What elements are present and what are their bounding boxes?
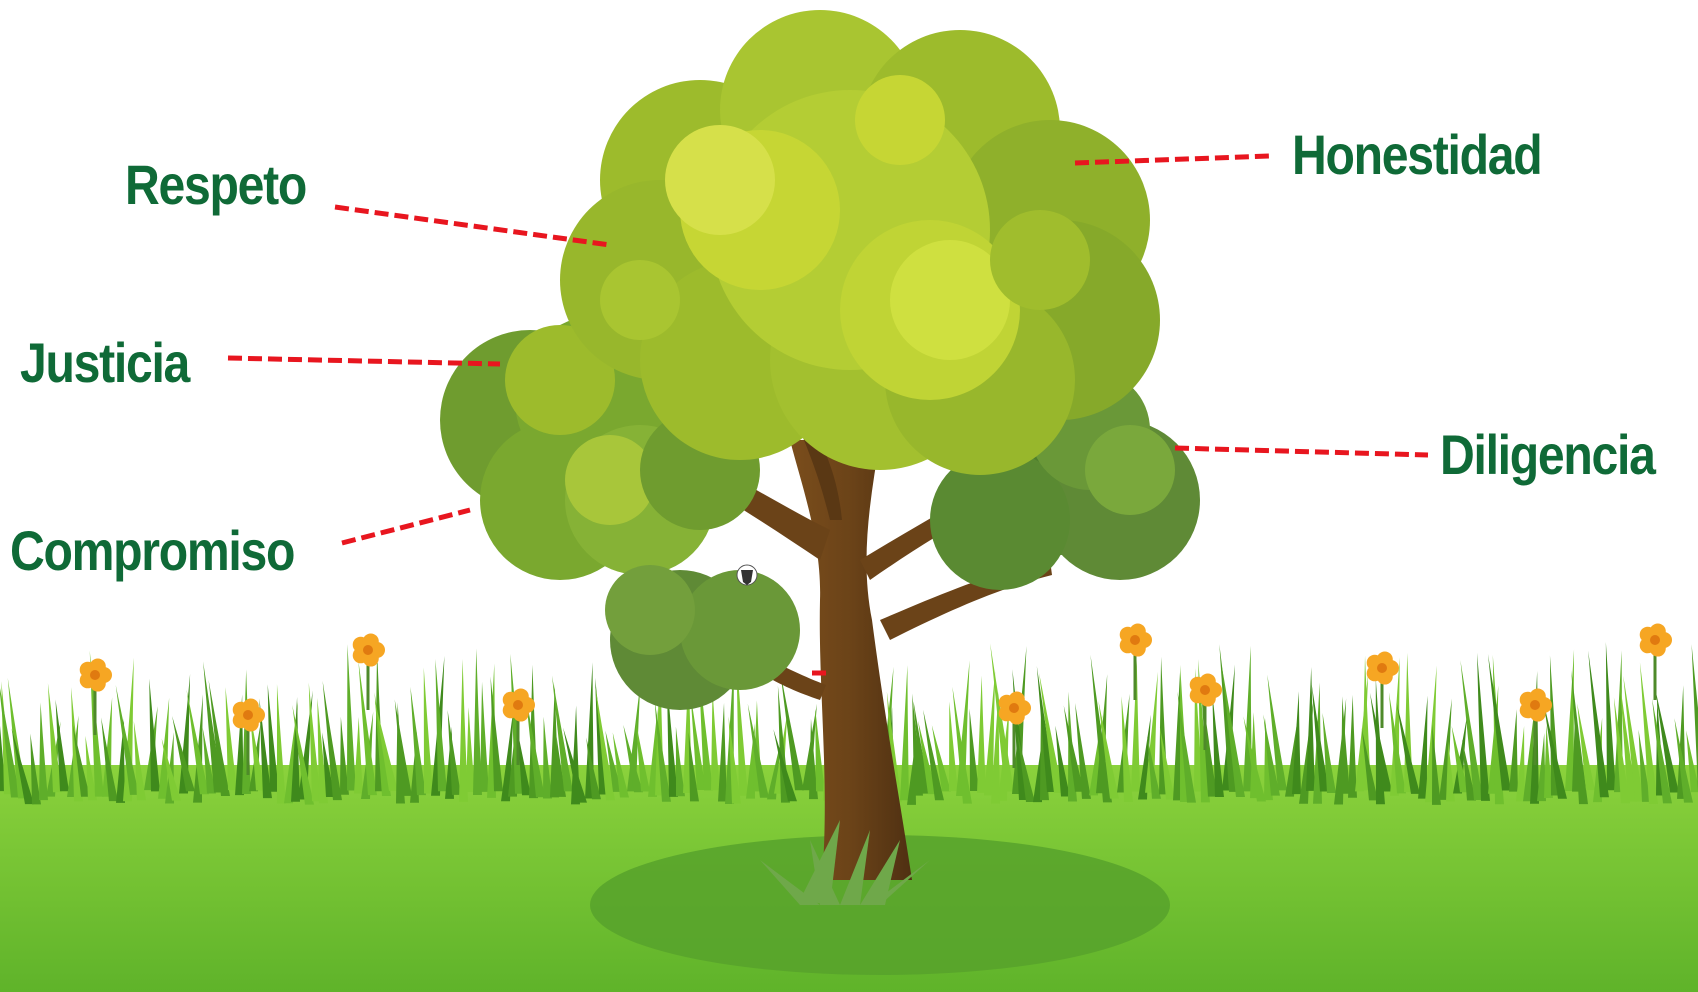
flower	[1367, 651, 1399, 728]
flower	[1120, 623, 1152, 700]
label-diligencia: Diligencia	[1440, 427, 1655, 483]
grass-blade	[39, 702, 48, 800]
label-justicia: Justicia	[20, 335, 189, 391]
grass-blade	[1306, 667, 1315, 791]
emblem	[737, 565, 757, 585]
connector-diligencia	[1175, 448, 1428, 455]
label-respeto: Respeto	[125, 157, 306, 213]
grass-blade	[1516, 726, 1525, 801]
grass-blade	[1348, 695, 1357, 798]
grass-blade	[977, 676, 986, 793]
label-compromiso: Compromiso	[10, 523, 294, 579]
grass-blade	[1565, 649, 1574, 791]
flower	[80, 658, 112, 735]
grass-blade	[1509, 709, 1518, 791]
label-honestidad: Honestidad	[1292, 127, 1541, 183]
grass-blade	[711, 690, 720, 790]
grass-blade	[718, 703, 727, 802]
grass-blade	[1292, 691, 1301, 794]
grass-blade	[900, 665, 909, 800]
connector-justicia	[228, 358, 500, 364]
grass-blade	[354, 717, 363, 794]
connector-compromiso	[342, 510, 470, 543]
grass-blade	[1418, 696, 1428, 799]
flower	[353, 633, 385, 710]
canopy-bottom	[605, 565, 800, 710]
flower	[1640, 623, 1672, 700]
grass-blade	[1243, 646, 1252, 792]
grass-blade	[480, 682, 489, 792]
